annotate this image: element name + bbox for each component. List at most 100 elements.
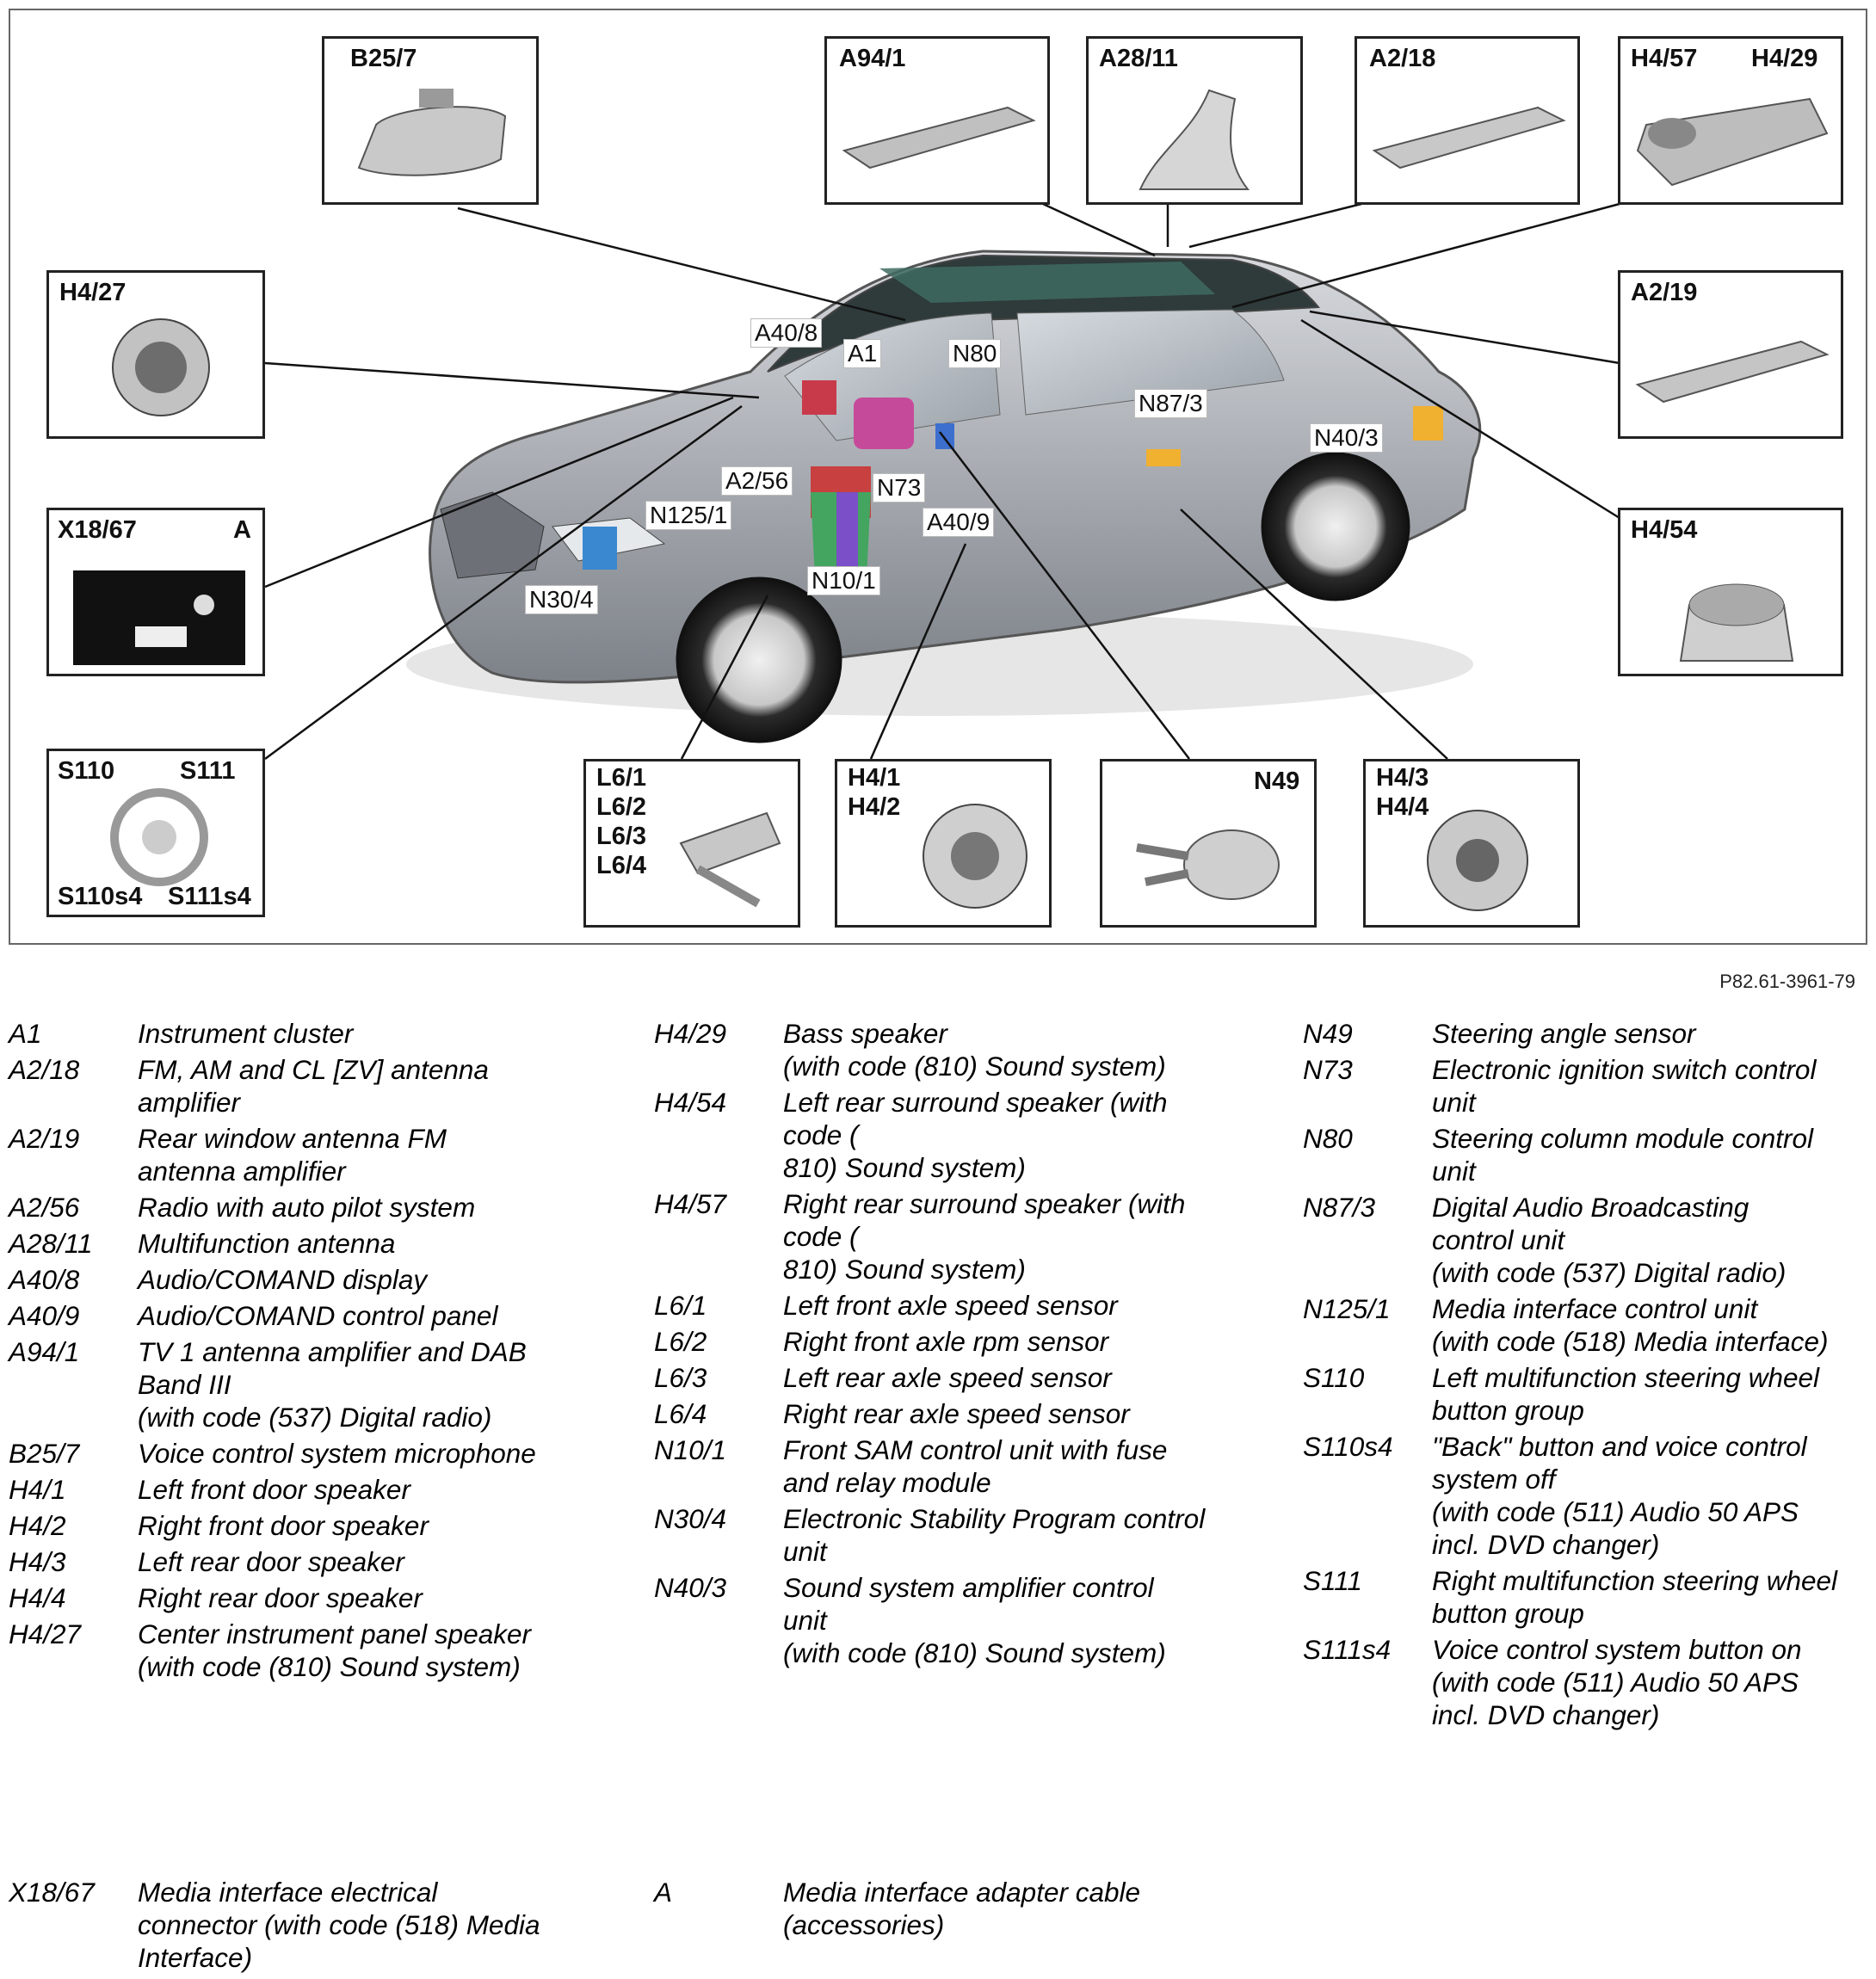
door-speaker-icon bbox=[1427, 810, 1528, 911]
legend-code: N40/3 bbox=[654, 1572, 727, 1603]
callout-label: X18/67 bbox=[58, 516, 137, 544]
legend-code: S110s4 bbox=[1303, 1431, 1393, 1462]
legend-description: Sound system amplifier control unit (wit… bbox=[783, 1572, 1166, 1668]
sunroof bbox=[879, 262, 1215, 303]
speaker-icon bbox=[112, 318, 210, 416]
legend-description: Left rear axle speed sensor bbox=[783, 1362, 1112, 1393]
legend-description: Left rear door speaker bbox=[138, 1546, 404, 1577]
component-n80 bbox=[935, 423, 954, 449]
legend-entry: N73 Electronic ignition switch control un… bbox=[1303, 1053, 1871, 1119]
callout-label: A bbox=[233, 516, 251, 544]
steering-wheel-icon bbox=[110, 788, 208, 886]
legend-code: B25/7 bbox=[9, 1438, 80, 1469]
legend-code: N10/1 bbox=[654, 1434, 727, 1465]
legend-description: Electronic ignition switch control unit bbox=[1432, 1054, 1817, 1118]
legend-entry: B25/7 Voice control system microphone bbox=[9, 1437, 628, 1470]
car-tag-n10-1: N10/1 bbox=[807, 566, 880, 595]
legend-entry: N10/1 Front SAM control unit with fuse an… bbox=[654, 1433, 1274, 1499]
car-tag-n30-4: N30/4 bbox=[525, 585, 598, 614]
callout-l6: L6/1 L6/2 L6/3 L6/4 bbox=[583, 759, 800, 928]
component-cluster bbox=[854, 398, 914, 449]
side-windows bbox=[1016, 309, 1285, 416]
callout-label: H4/1 H4/2 bbox=[848, 764, 901, 821]
legend-description: Media interface control unit (with code … bbox=[1432, 1293, 1829, 1357]
legend-code: H4/27 bbox=[9, 1618, 82, 1649]
component-amplifier bbox=[1413, 406, 1443, 441]
legend-entry: A1 Instrument cluster bbox=[9, 1017, 628, 1050]
legend-code: L6/2 bbox=[654, 1326, 707, 1357]
legend-code: A2/56 bbox=[9, 1192, 80, 1223]
car-tag-a40-9: A40/9 bbox=[923, 508, 995, 537]
callout-n49: N49 bbox=[1100, 759, 1317, 928]
legend-code: A1 bbox=[9, 1018, 42, 1049]
legend-code: A2/18 bbox=[9, 1054, 80, 1085]
vehicle-illustration bbox=[264, 202, 1620, 761]
legend-code: L6/3 bbox=[654, 1362, 707, 1393]
legend-description: Right rear door speaker bbox=[138, 1582, 423, 1613]
legend-description: Media interface electrical connector (wi… bbox=[138, 1877, 540, 1973]
callout-label: N49 bbox=[1254, 768, 1300, 795]
component-dab bbox=[1146, 449, 1181, 466]
car-tag-a40-8: A40/8 bbox=[750, 318, 823, 348]
legend-description: Audio/COMAND control panel bbox=[138, 1300, 498, 1331]
callout-label: H4/27 bbox=[59, 279, 127, 306]
callout-label: H4/54 bbox=[1631, 516, 1698, 544]
legend-code: A28/11 bbox=[9, 1228, 93, 1259]
legend-description: Left rear surround speaker (with code ( … bbox=[783, 1087, 1168, 1183]
legend-code: N73 bbox=[1303, 1054, 1353, 1085]
legend-code: S110 bbox=[1303, 1362, 1365, 1393]
speaker-icon bbox=[1679, 583, 1794, 662]
callout-label: A2/18 bbox=[1369, 45, 1436, 72]
callout-h4-3-h4-4: H4/3 H4/4 bbox=[1363, 759, 1580, 928]
legend-description: FM, AM and CL [ZV] antenna amplifier bbox=[138, 1054, 489, 1118]
connector-icon bbox=[73, 570, 245, 665]
legend-description: Front SAM control unit with fuse and rel… bbox=[783, 1434, 1168, 1498]
legend-description: Electronic Stability Program control uni… bbox=[783, 1503, 1206, 1567]
legend-description: Media interface adapter cable (accessori… bbox=[783, 1877, 1141, 1940]
legend-code: S111s4 bbox=[1303, 1634, 1392, 1665]
shark-fin-antenna-icon bbox=[1139, 89, 1250, 190]
car-tag-n80: N80 bbox=[948, 339, 1002, 368]
callout-h4-1-h4-2: H4/1 H4/2 bbox=[835, 759, 1052, 928]
legend-code: H4/57 bbox=[654, 1188, 727, 1219]
legend-code: A bbox=[654, 1877, 673, 1908]
front-grille bbox=[440, 491, 545, 579]
callout-h4-57-h4-29: H4/57 H4/29 bbox=[1618, 36, 1843, 205]
front-wheel bbox=[676, 576, 842, 743]
leader-lines bbox=[264, 202, 1620, 761]
legend-description: Right front axle rpm sensor bbox=[783, 1326, 1109, 1357]
legend-description: Voice control system microphone bbox=[138, 1438, 536, 1469]
car-tag-n73: N73 bbox=[873, 473, 926, 502]
legend-code: L6/4 bbox=[654, 1398, 707, 1429]
callout-label: B25/7 bbox=[350, 45, 417, 72]
legend-description: "Back" button and voice control system o… bbox=[1432, 1431, 1807, 1560]
legend-entry: L6/3 Left rear axle speed sensor bbox=[654, 1361, 1274, 1394]
callout-label: S111s4 bbox=[168, 883, 251, 910]
callout-label: L6/1 L6/2 L6/3 L6/4 bbox=[596, 764, 647, 879]
callout-label: S111 bbox=[180, 757, 236, 785]
speed-sensor-icon bbox=[679, 811, 781, 908]
component-sam-2 bbox=[836, 492, 858, 578]
legend-description: Instrument cluster bbox=[138, 1018, 354, 1049]
callout-a94-1: A94/1 bbox=[824, 36, 1050, 205]
legend-code: A94/1 bbox=[9, 1336, 80, 1367]
callout-label: H4/57 bbox=[1631, 45, 1698, 72]
legend-description: Digital Audio Broadcasting control unit … bbox=[1432, 1192, 1787, 1288]
microphone-icon bbox=[357, 89, 507, 176]
legend-description: Right multifunction steering wheel butto… bbox=[1432, 1565, 1837, 1629]
legend-description: Rear window antenna FM antenna amplifier bbox=[138, 1123, 447, 1187]
component-display bbox=[802, 380, 836, 415]
